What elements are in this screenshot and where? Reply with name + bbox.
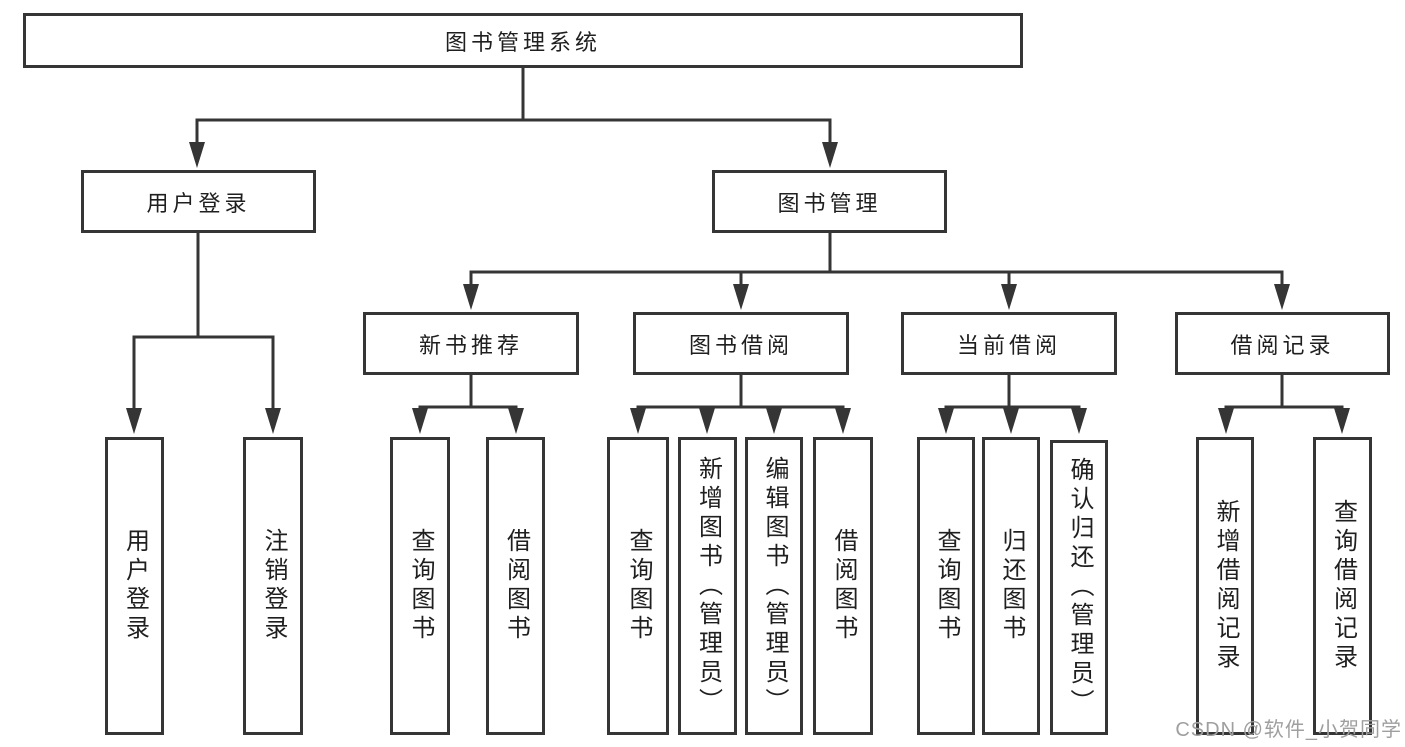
node-book-borrowing: 图书借阅 [633, 312, 849, 375]
node-leaf-add-book-admin: 新增图书（管理员） [678, 437, 737, 735]
arrowheads [126, 142, 1350, 434]
node-root: 图书管理系统 [23, 13, 1023, 68]
node-leaf-return-books: 归还图书 [982, 437, 1040, 735]
node-book-management: 图书管理 [712, 170, 947, 233]
node-current-borrowing: 当前借阅 [901, 312, 1117, 375]
node-leaf-edit-book-admin: 编辑图书（管理员） [745, 437, 803, 735]
node-leaf-query-books-recommend: 查询图书 [390, 437, 450, 735]
node-leaf-confirm-return-admin: 确认归还（管理员） [1050, 440, 1108, 735]
node-user-login: 用户登录 [81, 170, 316, 233]
node-leaf-borrow-books: 借阅图书 [813, 437, 873, 735]
node-leaf-query-books-borrowing: 查询图书 [607, 437, 669, 735]
csdn-watermark: CSDN @软件_小贺同学 [1175, 719, 1402, 741]
node-borrowing-records: 借阅记录 [1175, 312, 1390, 375]
node-leaf-logout: 注销登录 [243, 437, 303, 735]
node-leaf-borrow-books-recommend: 借阅图书 [486, 437, 545, 735]
node-leaf-query-borrow-record: 查询借阅记录 [1313, 437, 1372, 735]
node-leaf-add-borrow-record: 新增借阅记录 [1196, 437, 1254, 735]
node-leaf-query-books-current: 查询图书 [917, 437, 975, 735]
node-new-book-recommendation: 新书推荐 [363, 312, 579, 375]
node-leaf-user-login: 用户登录 [105, 437, 164, 735]
